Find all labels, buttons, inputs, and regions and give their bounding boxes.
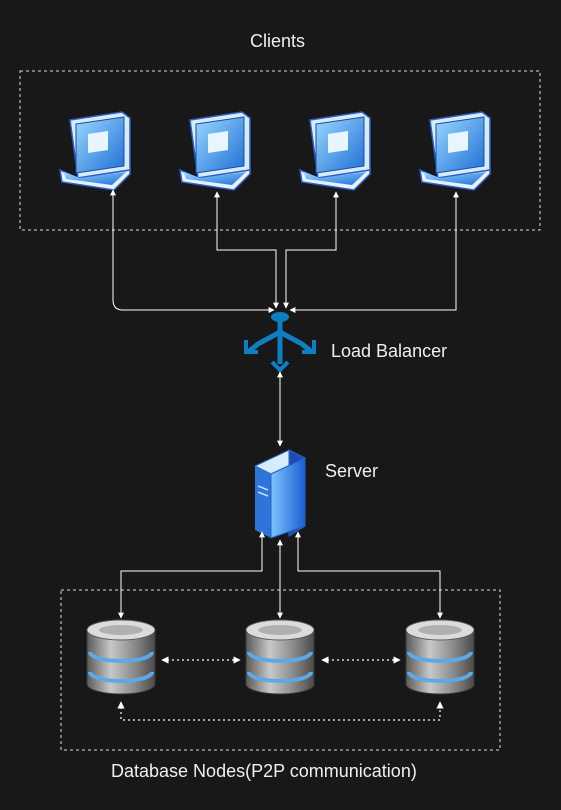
database-group-box [60,589,501,751]
connector-client4-lb [289,191,459,313]
client-laptop-icon-4 [419,111,491,191]
connector-client3-lb [283,191,339,309]
client-laptop-icon-1 [59,111,131,191]
connector-client2-lb [214,191,279,309]
client-laptop-icon-3 [299,111,371,191]
server-label: Server [325,461,379,481]
p2p-connector-db1-db3 [117,701,444,721]
connector-client1-lb [110,189,275,313]
database-nodes-label: Database Nodes(P2P communication) [111,761,417,781]
server-icon [253,449,307,539]
clients-group-box [19,70,541,231]
database-icon-1 [85,618,157,696]
database-icon-3 [404,618,476,696]
load-balancer-icon [244,312,316,373]
connector-server-db1 [118,531,265,619]
clients-label: Clients [250,31,306,51]
connector-server-db3 [295,531,443,619]
load-balancer-label: Load Balancer [331,341,448,361]
client-laptop-icon-2 [179,111,251,191]
database-icon-2 [244,618,316,696]
